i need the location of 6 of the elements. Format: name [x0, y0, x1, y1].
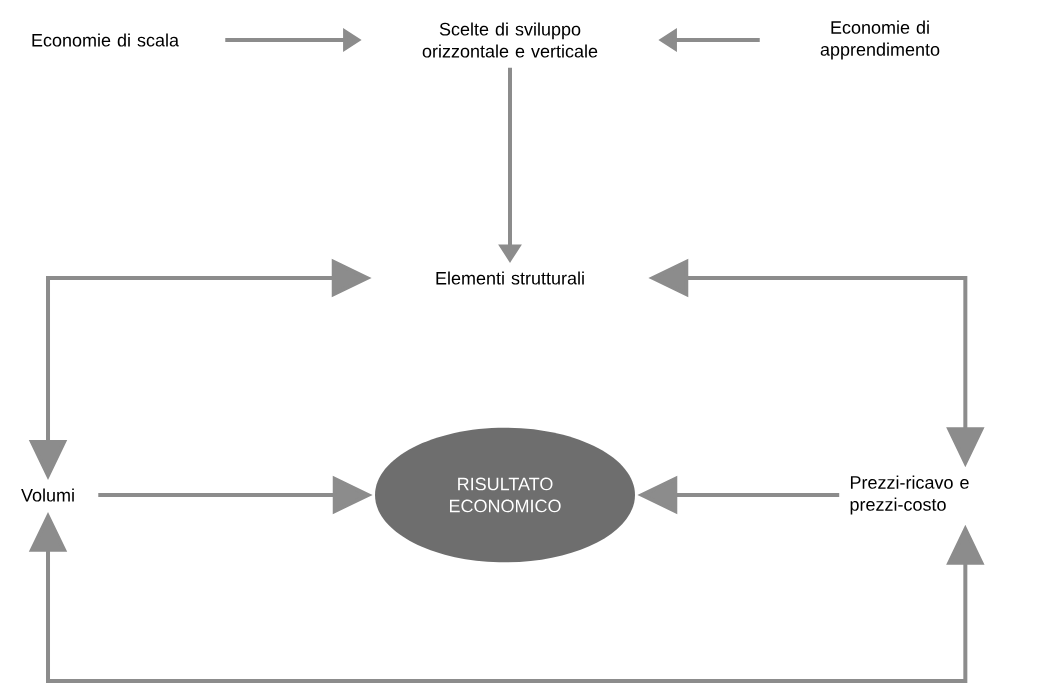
node-label: Volumi: [21, 488, 74, 502]
node-label: Economie di apprendimento: [820, 20, 940, 60]
node-label: Prezzi-ricavo e prezzi-costo: [850, 475, 969, 515]
node-label: Elementi strutturali: [436, 271, 584, 285]
node-label: Scelte di sviluppo orizzontale e verticale: [422, 22, 598, 58]
node-label: Economie di scala: [32, 33, 179, 47]
